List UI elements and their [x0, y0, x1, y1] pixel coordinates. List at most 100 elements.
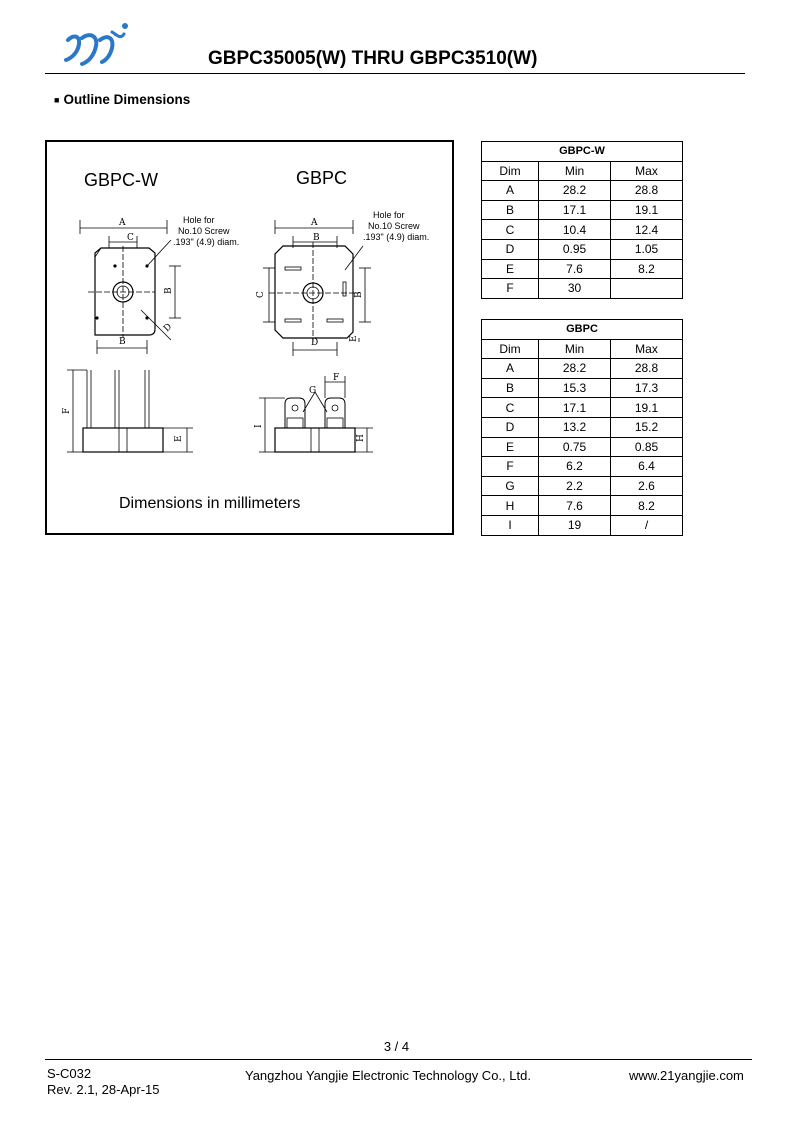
table-cell: 19.1	[610, 199, 683, 221]
table-cell: 17.1	[538, 199, 611, 221]
side-dim-f-label: F	[62, 408, 72, 414]
side-dim-g-label: G	[309, 386, 316, 396]
gbpc-hole-note-line-2: No.10 Screw	[368, 221, 420, 231]
hole-note-line-2: No.10 Screw	[178, 226, 230, 236]
table-cell: 0.75	[538, 436, 611, 458]
table-cell: I	[481, 514, 539, 536]
table-cell: 6.2	[538, 456, 611, 477]
table-cell: 30	[538, 278, 611, 299]
table-cell: C	[481, 397, 539, 418]
package-label: GBPC	[296, 168, 347, 188]
dim-c-label: C	[127, 233, 134, 243]
table-row: A 28.2 28.8	[481, 358, 683, 379]
table-cell: 15.2	[610, 416, 683, 438]
table-cell: G	[481, 475, 539, 497]
table-row: G 2.2 2.6	[481, 475, 683, 497]
revision-info: Rev. 2.1, 28-Apr-15	[47, 1082, 160, 1097]
gbpc-dimension-table: GBPC Dim Min Max A 28.2 28.8 B 15.3 17.3…	[481, 319, 683, 536]
table-cell: 12.4	[610, 219, 683, 240]
table-row: F 6.2 6.4	[481, 456, 683, 477]
table-cell: B	[481, 199, 539, 221]
gbpc-w-dimension-table: GBPC-W Dim Min Max A 28.2 28.8 B 17.1 19…	[481, 141, 683, 299]
table-title: GBPC	[481, 319, 683, 340]
page-title: GBPC35005(W) THRU GBPC3510(W)	[208, 48, 538, 69]
bullet-icon: ■	[54, 95, 60, 105]
table-cell: D	[481, 238, 539, 260]
header-divider	[45, 73, 745, 74]
table-cell: 19	[538, 514, 611, 536]
table-cell: /	[610, 514, 683, 536]
dim-d-label: D	[162, 322, 174, 334]
table-cell: C	[481, 219, 539, 240]
table-cell: F	[481, 456, 539, 477]
gbpc-hole-note-line-1: Hole for	[373, 210, 405, 220]
dim-b-right-label: B	[164, 287, 174, 294]
table-row: A 28.2 28.8	[481, 180, 683, 201]
table-cell: 28.8	[610, 180, 683, 201]
gbpc-w-top-view	[79, 220, 181, 354]
table-cell: E	[481, 258, 539, 280]
column-header: Min	[538, 338, 611, 360]
table-cell: 10.4	[538, 219, 611, 240]
table-cell: A	[481, 180, 539, 201]
company-name: Yangzhou Yangjie Electronic Technology C…	[245, 1068, 531, 1083]
table-cell: 13.2	[538, 416, 611, 438]
column-header: Dim	[481, 338, 539, 360]
gbpc-dim-e-label: E	[349, 335, 359, 342]
package-w-label: GBPC-W	[84, 170, 158, 190]
table-cell: 17.3	[610, 377, 683, 399]
table-cell: E	[481, 436, 539, 458]
table-cell: 0.95	[538, 238, 611, 260]
column-header: Max	[610, 338, 683, 360]
table-cell: D	[481, 416, 539, 438]
gbpc-dim-b-right-label: B	[354, 291, 364, 298]
gbpc-top-view	[263, 220, 371, 356]
side-dim-i-label: I	[254, 424, 264, 428]
column-header: Max	[610, 160, 683, 182]
table-row: B 17.1 19.1	[481, 199, 683, 221]
table-cell: 28.2	[538, 180, 611, 201]
website-link[interactable]: www.21yangjie.com	[629, 1068, 744, 1083]
table-row: E 0.75 0.85	[481, 436, 683, 458]
outline-drawing-frame	[45, 140, 454, 535]
column-header: Min	[538, 160, 611, 182]
side-dim-e-label: E	[174, 435, 184, 442]
table-cell: 17.1	[538, 397, 611, 418]
table-row: H 7.6 8.2	[481, 495, 683, 516]
table-cell: 1.05	[610, 238, 683, 260]
table-cell: 15.3	[538, 377, 611, 399]
table-cell: 0.85	[610, 436, 683, 458]
table-row: F 30	[481, 278, 683, 299]
yangjie-logo	[64, 23, 128, 66]
table-cell: A	[481, 358, 539, 379]
gbpc-dim-a-label: A	[310, 218, 318, 228]
side-dim-h-label: H	[356, 434, 366, 442]
table-row: D 13.2 15.2	[481, 416, 683, 438]
hole-note-line-1: Hole for	[183, 215, 215, 225]
table-cell	[610, 278, 683, 299]
table-cell: 8.2	[610, 495, 683, 516]
table-row: C 17.1 19.1	[481, 397, 683, 418]
table-row: D 0.95 1.05	[481, 238, 683, 260]
dim-b-bottom-label: B	[119, 337, 126, 347]
table-row: B 15.3 17.3	[481, 377, 683, 399]
document-code: S-C032	[47, 1066, 92, 1081]
side-dim-f-gbpc-label: F	[333, 373, 339, 383]
footer-divider	[45, 1059, 752, 1060]
column-header: Dim	[481, 160, 539, 182]
table-cell: 7.6	[538, 495, 611, 516]
gbpc-w-side-view	[67, 369, 193, 453]
dim-a-label: A	[118, 218, 126, 228]
table-title: GBPC-W	[481, 141, 683, 162]
table-cell: H	[481, 495, 539, 516]
section-heading: ■Outline Dimensions	[54, 92, 190, 107]
table-cell: 2.6	[610, 475, 683, 497]
table-cell: 7.6	[538, 258, 611, 280]
gbpc-dim-b-label: B	[313, 233, 320, 243]
table-cell: 2.2	[538, 475, 611, 497]
table-cell: 8.2	[610, 258, 683, 280]
gbpc-side-view	[259, 376, 373, 453]
gbpc-dim-c-label: C	[256, 291, 266, 298]
section-heading-text: Outline Dimensions	[63, 92, 191, 107]
gbpc-hole-note-line-3: .193" (4.9) diam.	[363, 232, 429, 242]
